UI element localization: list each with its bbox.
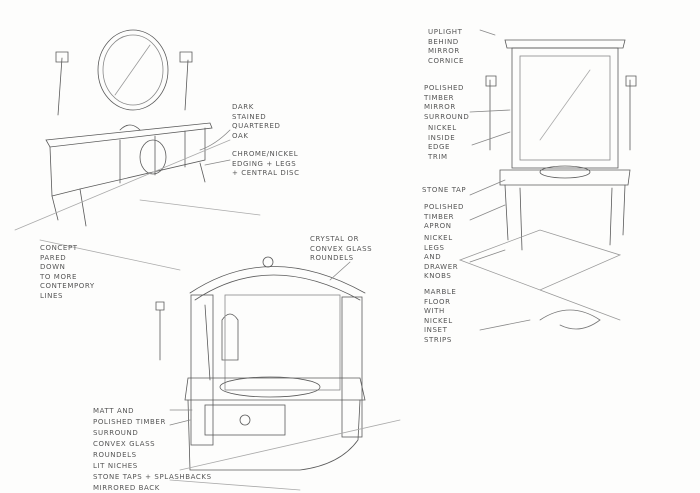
note-nickel-legs: Nickel Legs And Drawer Knobs (424, 234, 458, 282)
note-line: Marble (424, 288, 457, 296)
note-line: Stained (232, 112, 267, 121)
note-line: Dark (232, 103, 254, 111)
note-line: Stone Tap (422, 186, 467, 194)
arched-vanity-drawing (155, 256, 401, 491)
note-line: Strips (424, 335, 452, 344)
note-line: Roundels (310, 254, 354, 262)
note-line: Legs (424, 243, 445, 252)
note-line: Mirrored Back (93, 484, 160, 492)
note-concept: Concept Pared Down To more Contempory Li… (40, 244, 95, 301)
central-disc (139, 139, 167, 175)
note-line: Polished (424, 203, 465, 211)
note-line: Roundels (93, 451, 137, 459)
note-line: Lit Niches (93, 462, 138, 470)
note-line: Crystal or (310, 235, 360, 243)
note-line: Trim (428, 152, 448, 161)
note-line: Floor (424, 297, 451, 306)
note-line: Edging + Legs (232, 159, 297, 168)
note-line: Apron (424, 222, 452, 230)
note-line: Contempory (40, 282, 95, 290)
mirror-cornice (504, 39, 626, 49)
note-line: Polished Timber (93, 418, 166, 426)
note-line: Timber (424, 212, 455, 221)
note-line: Cornice (428, 56, 465, 65)
note-stone-top: Stone Tap (422, 186, 466, 196)
sideboard-vanity-drawing (14, 29, 261, 271)
note-chrome-nickel: Chrome/Nickel Edging + Legs + Central Di… (232, 150, 300, 179)
note-line: Behind (428, 37, 459, 46)
note-line: Uplight (428, 28, 463, 36)
note-line: Inset (424, 326, 448, 334)
note-line: Nickel (424, 316, 453, 325)
note-roundels: Crystal or Convex Glass Roundels (310, 235, 372, 264)
note-line: Concept (40, 244, 78, 252)
note-line: Surround (93, 429, 139, 437)
note-line: Drawer (424, 262, 459, 271)
note-line: Inside (428, 133, 456, 142)
note-line: Mirror (424, 103, 456, 111)
note-line: Down (40, 263, 66, 271)
note-line: Surround (424, 112, 470, 121)
note-line: Lines (40, 291, 64, 300)
note-line: Polished (424, 84, 465, 92)
note-line: Matt and (93, 407, 135, 415)
note-line: Mirror (428, 47, 460, 55)
note-line: Oak (232, 131, 249, 140)
note-line: Quartered (232, 122, 281, 130)
note-line: To more (40, 272, 78, 281)
note-line: Convex Glass (93, 440, 156, 448)
note-line: Convex Glass (310, 244, 373, 253)
note-mirror-surround: Polished Timber Mirror Surround (424, 84, 469, 122)
bath-basin (219, 376, 321, 398)
note-line: Timber (424, 93, 455, 102)
note-uplight: Uplight Behind Mirror Cornice (428, 28, 464, 66)
arch-cornice (189, 266, 366, 294)
annotation-leaders (169, 29, 531, 426)
note-line: Pared (40, 253, 67, 262)
note-line: Edge (428, 143, 451, 151)
note-line: Stone Taps + Splashbacks (93, 473, 212, 481)
note-bath-specs: Matt and Polished Timber Surround Convex… (93, 406, 212, 493)
note-line: Chrome/Nickel (232, 150, 299, 158)
note-dark-stained-oak: Dark Stained Quartered Oak (232, 103, 281, 141)
note-edge-trim: Nickel Inside Edge Trim (428, 124, 457, 162)
vanity-mirror-drawing (458, 39, 637, 330)
note-timber-apron: Polished Timber Apron (424, 203, 464, 232)
note-marble-floor: Marble Floor With Nickel Inset Strips (424, 288, 456, 345)
note-line: + Central Disc (232, 169, 300, 177)
note-line: Knobs (424, 272, 452, 280)
sideboard-top (45, 122, 213, 148)
note-line: With (424, 307, 445, 315)
note-line: Nickel (424, 234, 453, 242)
note-line: And (424, 253, 442, 261)
round-mirror (97, 29, 169, 111)
basin (539, 165, 591, 179)
note-line: Nickel (428, 124, 457, 132)
